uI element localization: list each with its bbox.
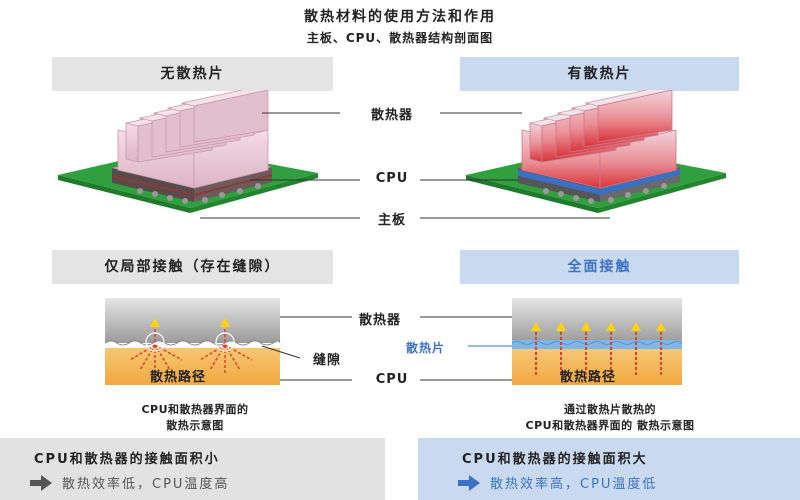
summary-right-line1: CPU和散热器的接触面积大 [462,452,648,467]
arrow-right-icon [30,475,52,491]
label-heatsink-lower: 散热器 [358,313,401,328]
cpu-3d-illustrations [58,90,726,219]
right-caption-line2: CPU和散热器界面的 散热示意图 [525,419,695,432]
label-pad: 散热片 [406,341,446,355]
label-gap: 缝隙 [313,353,342,368]
right-solder-balls [543,183,667,204]
arrow-right-icon [458,475,480,491]
summary-large-contact: CPU和散热器的接触面积大 散热效率高，CPU温度低 [418,438,800,500]
right-caption: 通过散热片散热的 CPU和散热器界面的 散热示意图 [460,402,760,434]
left-caption: CPU和散热器界面的 散热示意图 [80,402,310,434]
page-subtitle: 主板、CPU、散热器结构剖面图 [306,31,494,45]
page-title: 散热材料的使用方法和作用 [304,9,496,25]
label-motherboard: 主板 [377,213,406,228]
right-cross-section [511,298,683,385]
right-heatsink [521,90,677,189]
label-heatsink: 散热器 [370,108,413,123]
summary-right-line2: 散热效率高，CPU温度低 [490,477,658,492]
right-heat-path-label: 散热路径 [560,370,617,385]
left-caption-line2: 散热示意图 [166,419,224,432]
left-mid-header: 仅局部接触（存在缝隙） [52,250,333,284]
summary-left-line2: 散热效率低，CPU温度高 [62,477,230,492]
right-mid-header: 全面接触 [460,250,739,284]
left-caption-line1: CPU和散热器界面的 [141,403,249,416]
label-cpu-lower: CPU [375,372,409,387]
cross-section-illustrations [104,298,683,385]
summary-small-contact: CPU和散热器的接触面积小 散热效率低，CPU温度高 [0,438,385,500]
top-leader-lines [200,112,610,219]
left-cross-section [104,298,281,385]
right-header: 有散热片 [460,57,739,91]
right-caption-line1: 通过散热片散热的 [564,403,656,416]
left-header: 无散热片 [52,57,333,91]
label-cpu: CPU [375,171,409,186]
left-heatsink [117,90,269,189]
bottom-leader-lines [261,316,512,381]
summary-left-line1: CPU和散热器的接触面积小 [34,452,220,467]
left-solder-balls [137,183,261,204]
left-heat-path-label: 散热路径 [150,370,207,385]
